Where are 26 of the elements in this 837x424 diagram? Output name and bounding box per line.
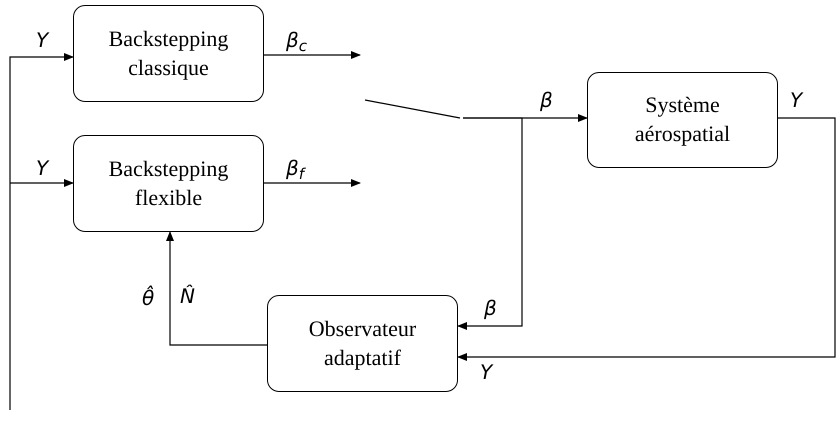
arrow: [9, 53, 74, 410]
edge-label: Y: [790, 90, 802, 110]
arrow: [166, 231, 267, 346]
edge-label: β$_{f}$: [286, 158, 304, 178]
box-text: Backstepping classique: [108, 24, 230, 82]
arrow: [457, 117, 836, 361]
edge-label: β$_{c}$: [286, 30, 308, 50]
box-text: Observateur adaptatif: [308, 314, 418, 372]
edge-label: θ̂: [142, 288, 154, 308]
edge-label: Y: [36, 158, 48, 178]
process-box: [587, 72, 778, 168]
signal-label: Y: [480, 362, 492, 382]
edge-label: β: [484, 298, 497, 318]
arrow: [10, 179, 74, 187]
switch-drawing: [363, 98, 463, 120]
process-box: [73, 135, 264, 232]
box-text: Système aérospatial: [634, 91, 732, 148]
process-box: [267, 295, 458, 392]
process-box: [73, 5, 264, 102]
signal-label: N̂: [180, 286, 195, 306]
edge-label: β: [540, 90, 553, 110]
arrow: [264, 51, 361, 59]
arrow: [264, 179, 361, 187]
box-text: Backstepping flexible: [108, 154, 230, 212]
edge-label: Y: [36, 30, 48, 50]
arrow: [457, 117, 523, 330]
